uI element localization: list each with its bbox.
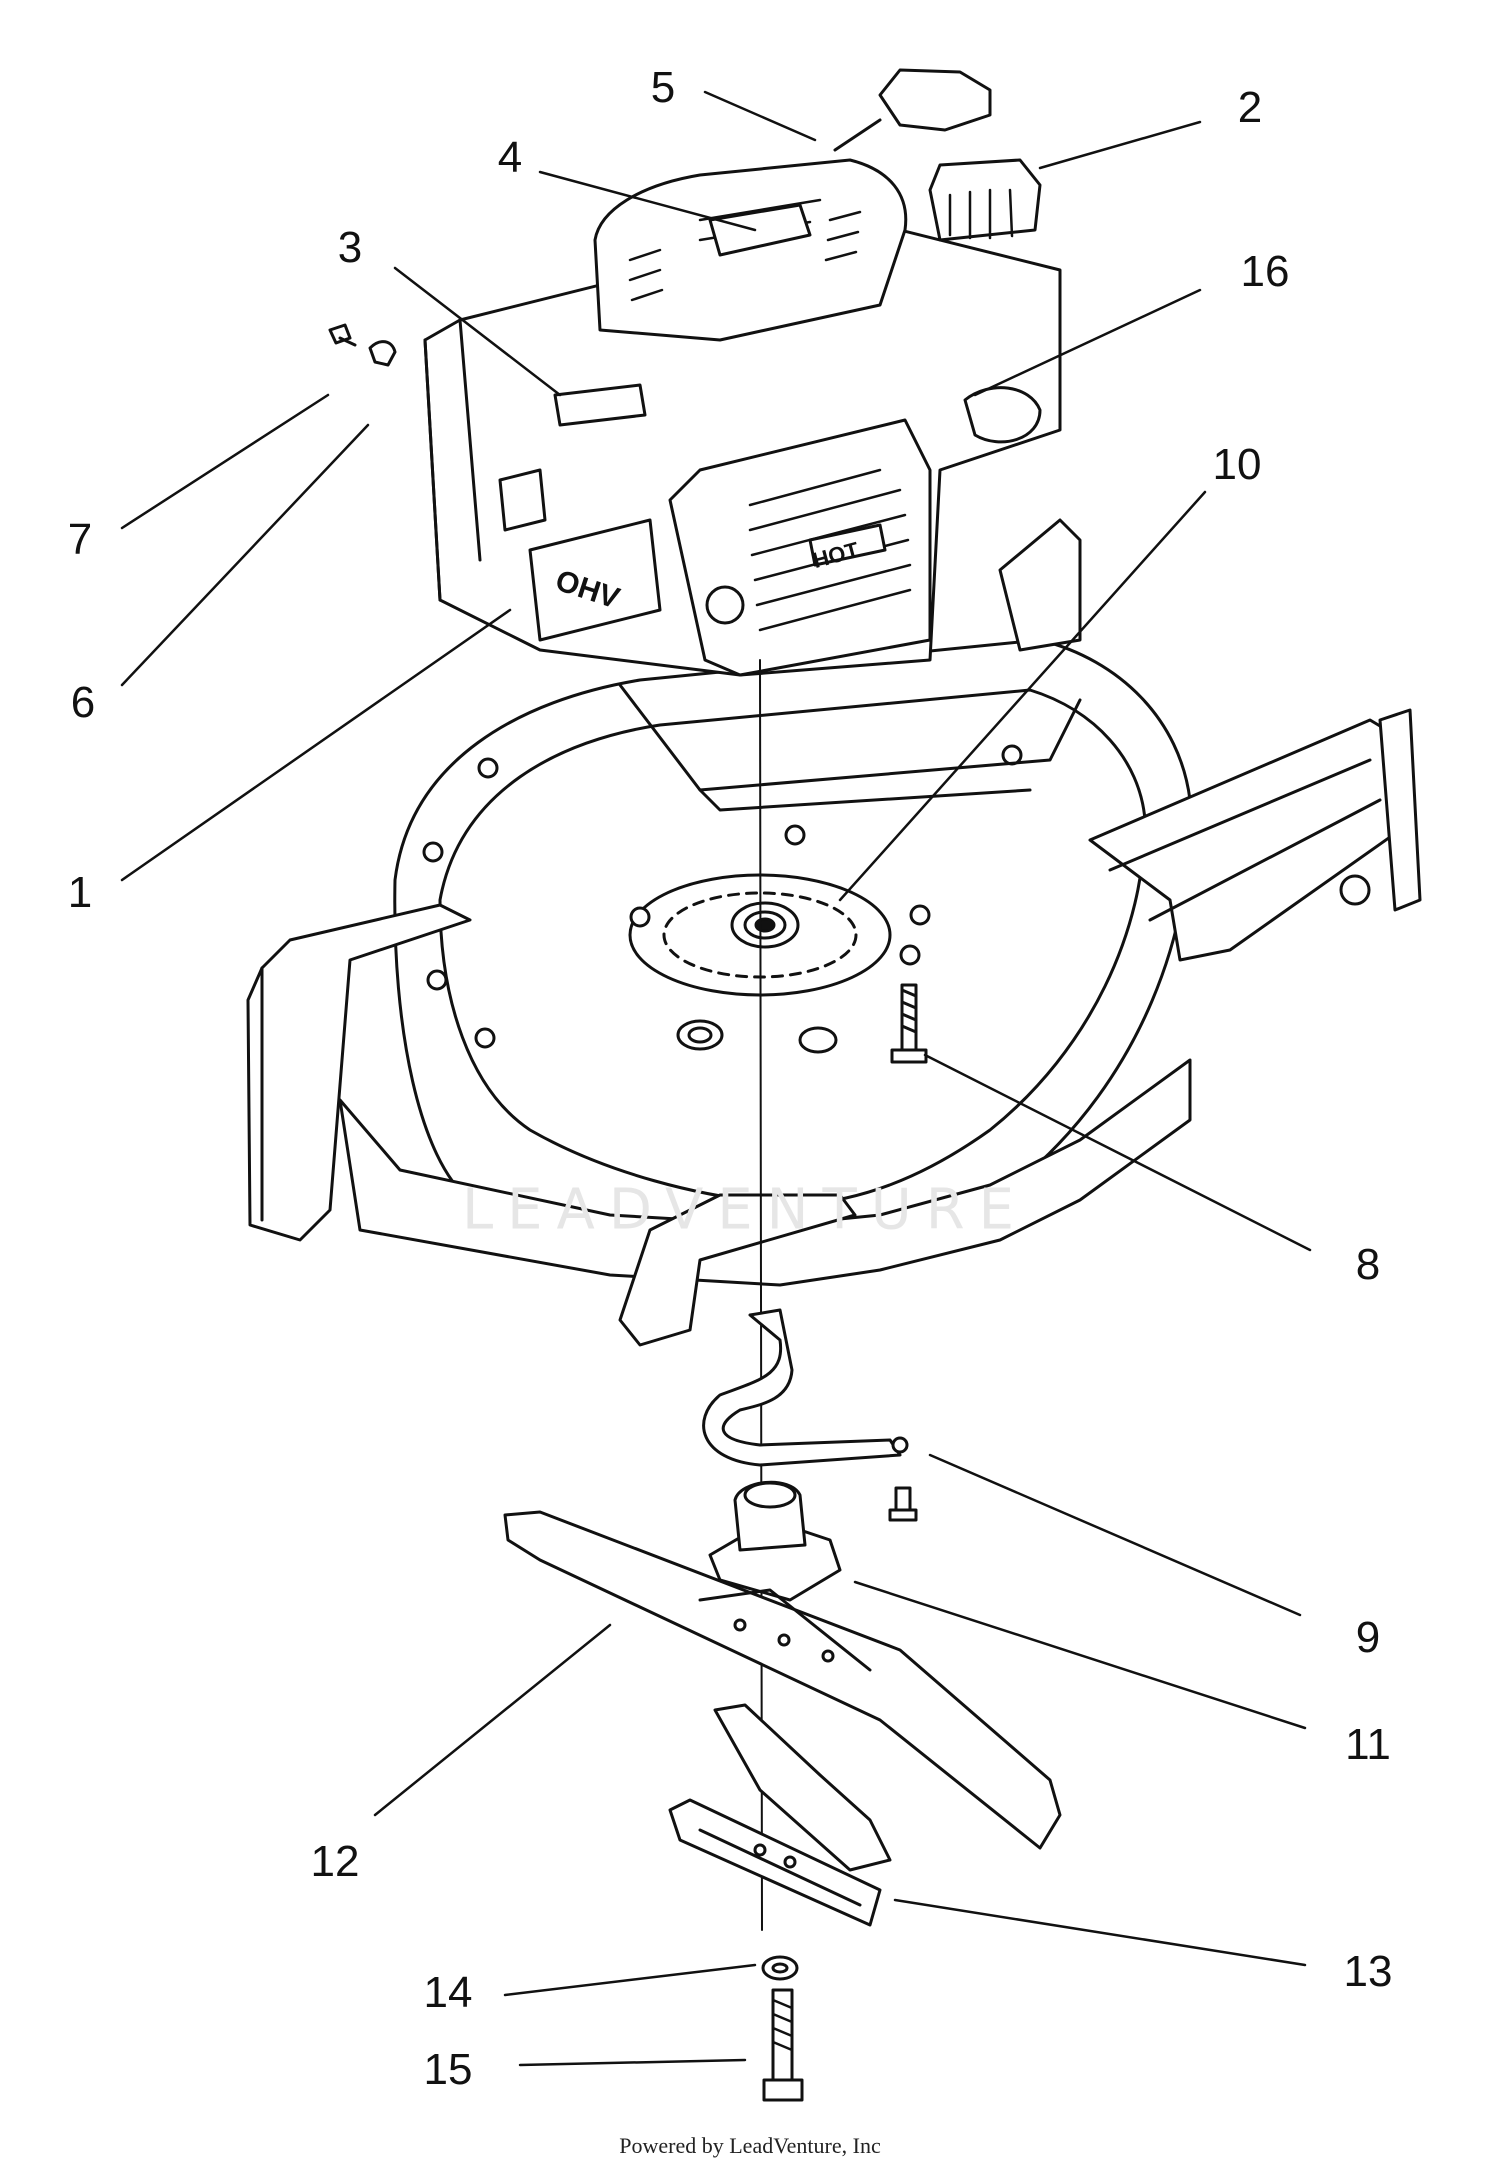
callout-13: 13: [1343, 1947, 1393, 1996]
callout-6: 6: [70, 678, 96, 727]
callout-16: 16: [1240, 247, 1290, 296]
callout-14: 14: [423, 1968, 473, 2017]
leader-6: [120, 423, 370, 687]
callout-8: 8: [1355, 1240, 1381, 1289]
leader-14: [503, 1963, 757, 1997]
leader-lines: [120, 90, 1312, 2067]
callout-2: 2: [1237, 83, 1263, 132]
callout-10: 10: [1212, 440, 1262, 489]
hardware: [328, 323, 1062, 2102]
leader-3: [393, 266, 562, 397]
leader-7: [120, 393, 330, 530]
leader-4: [538, 170, 757, 232]
engine: [423, 68, 1062, 1931]
leader-2: [1038, 120, 1202, 170]
leader-16: [973, 288, 1202, 397]
callout-9: 9: [1355, 1613, 1381, 1662]
mower-deck: [246, 518, 1422, 1347]
callout-7: 7: [67, 515, 93, 564]
leader-10: [838, 490, 1207, 902]
watermark-text: LEADVENTURE: [461, 1177, 1029, 1243]
callout-3: 3: [337, 223, 363, 272]
callout-15: 15: [423, 2045, 473, 2094]
leader-5: [703, 90, 817, 142]
leader-12: [373, 1623, 612, 1817]
callout-1: 1: [67, 868, 93, 917]
leader-11: [853, 1580, 1307, 1730]
footer-attribution: Powered by LeadVenture, Inc: [619, 2133, 881, 2158]
callout-4: 4: [497, 133, 523, 182]
leader-9: [928, 1453, 1302, 1617]
leader-13: [893, 1898, 1307, 1967]
leader-8: [923, 1053, 1312, 1252]
leader-15: [518, 2058, 747, 2067]
callout-11: 11: [1345, 1720, 1391, 1769]
leader-1: [120, 608, 512, 882]
callout-5: 5: [650, 63, 676, 112]
callout-12: 12: [310, 1837, 360, 1886]
